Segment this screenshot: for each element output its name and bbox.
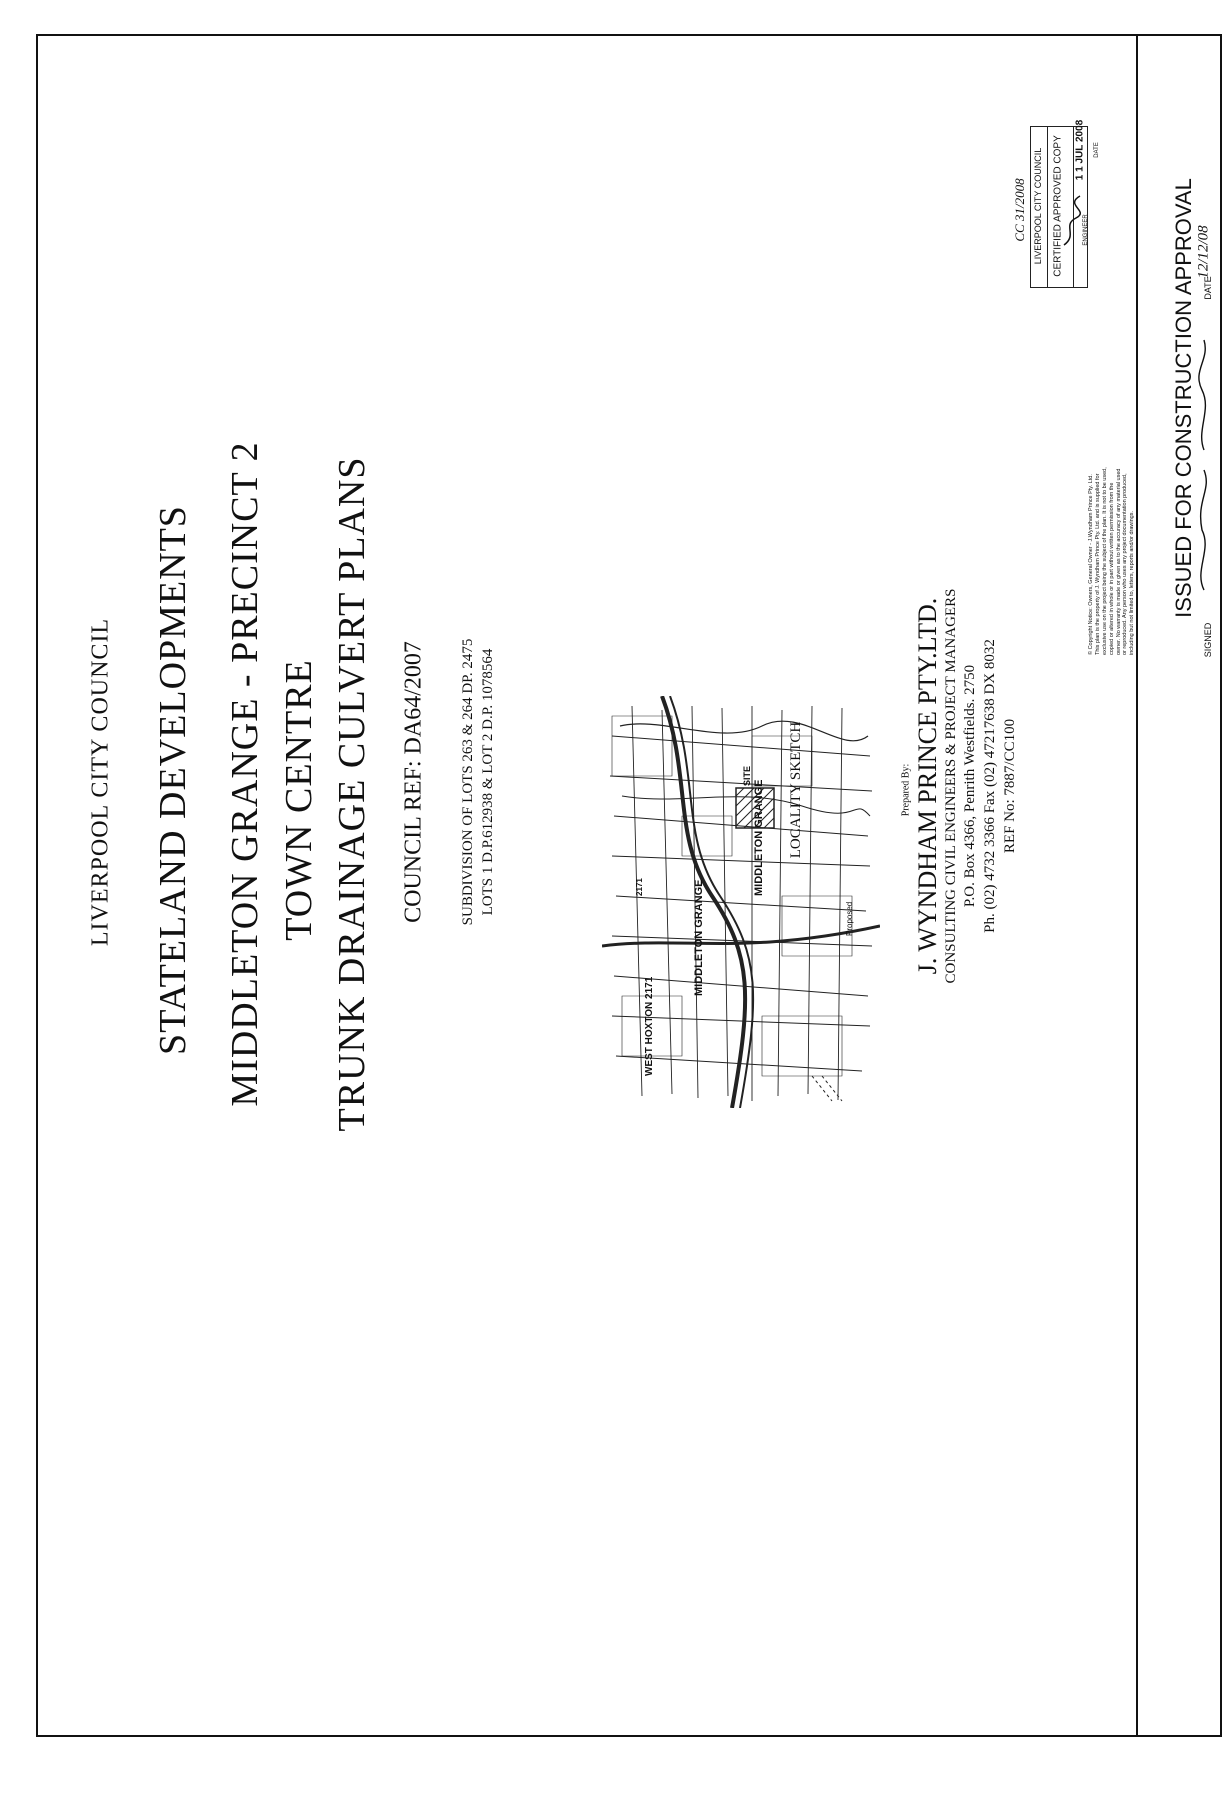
approver-signature xyxy=(1198,339,1207,591)
copyright-notice: © Copyright Notice: Owners, General Owne… xyxy=(1087,467,1136,655)
stamp-council: LIVERPOOL CITY COUNCIL xyxy=(1033,147,1043,265)
signed-label: SIGNED xyxy=(1203,622,1213,658)
stamp-date: 1 1 JUL 2008 xyxy=(1074,119,1086,181)
map-label-middleton-grange-1: MIDDLETON GRANGE xyxy=(753,779,765,896)
title-line-4: TRUNK DRAINAGE CULVERT PLANS xyxy=(331,456,373,1132)
title-line-1: STATELAND DEVELOPMENTS xyxy=(152,505,194,1055)
date-label: DATE xyxy=(1203,276,1213,300)
approval-strip xyxy=(1136,34,1222,1737)
map-label-postcode: 2171 xyxy=(635,878,644,896)
locality-map: MIDDLETON GRANGE MIDDLETON GRANGE WEST H… xyxy=(602,696,880,1108)
map-label-site: SITE xyxy=(742,766,752,786)
firm-phone: Ph. (02) 4732 3366 Fax (02) 47217638 DX … xyxy=(981,639,998,933)
subdivision-line-1: SUBDIVISION OF LOTS 263 & 264 DP. 2475 xyxy=(459,638,476,926)
subdivision-line-2: LOTS 1 D.P.612938 & LOT 2 D.P. 1078564 xyxy=(479,648,496,916)
map-label-middleton-grange-2: MIDDLETON GRANGE xyxy=(693,879,705,996)
stamp-date-label: DATE xyxy=(1094,142,1100,158)
firm-name: J. WYNDHAM PRINCE PTY.LTD. xyxy=(913,597,942,975)
title-line-2: MIDDLETON GRANGE - PRECINCT 2 xyxy=(224,441,266,1107)
approval-date: 12/12/08 xyxy=(1195,225,1212,279)
firm-reference: REF No: 7887/CC100 xyxy=(1001,718,1018,854)
stamp-handwritten-ref: CC 31/2008 xyxy=(1012,178,1027,242)
engineer-signature xyxy=(1063,195,1082,246)
council-heading: LIVERPOOL CITY COUNCIL xyxy=(87,617,114,947)
prepared-by-label: Prepared By: xyxy=(900,763,912,817)
firm-description: CONSULTING CIVIL ENGINEERS & PROJECT MAN… xyxy=(942,588,959,984)
firm-address: P.O. Box 4366, Penrith Westfields. 2750 xyxy=(961,664,978,908)
map-label-proposed: Proposed xyxy=(845,902,854,936)
locality-caption: LOCALITY SKETCH xyxy=(787,721,804,859)
map-label-west-hoxton: WEST HOXTON 2171 xyxy=(644,976,655,1076)
certified-approval-stamp xyxy=(1030,126,1088,288)
council-reference: COUNCIL REF: DA64/2007 xyxy=(400,641,427,923)
title-line-3: TOWN CENTRE xyxy=(278,659,320,941)
drawing-border xyxy=(36,34,1222,1737)
